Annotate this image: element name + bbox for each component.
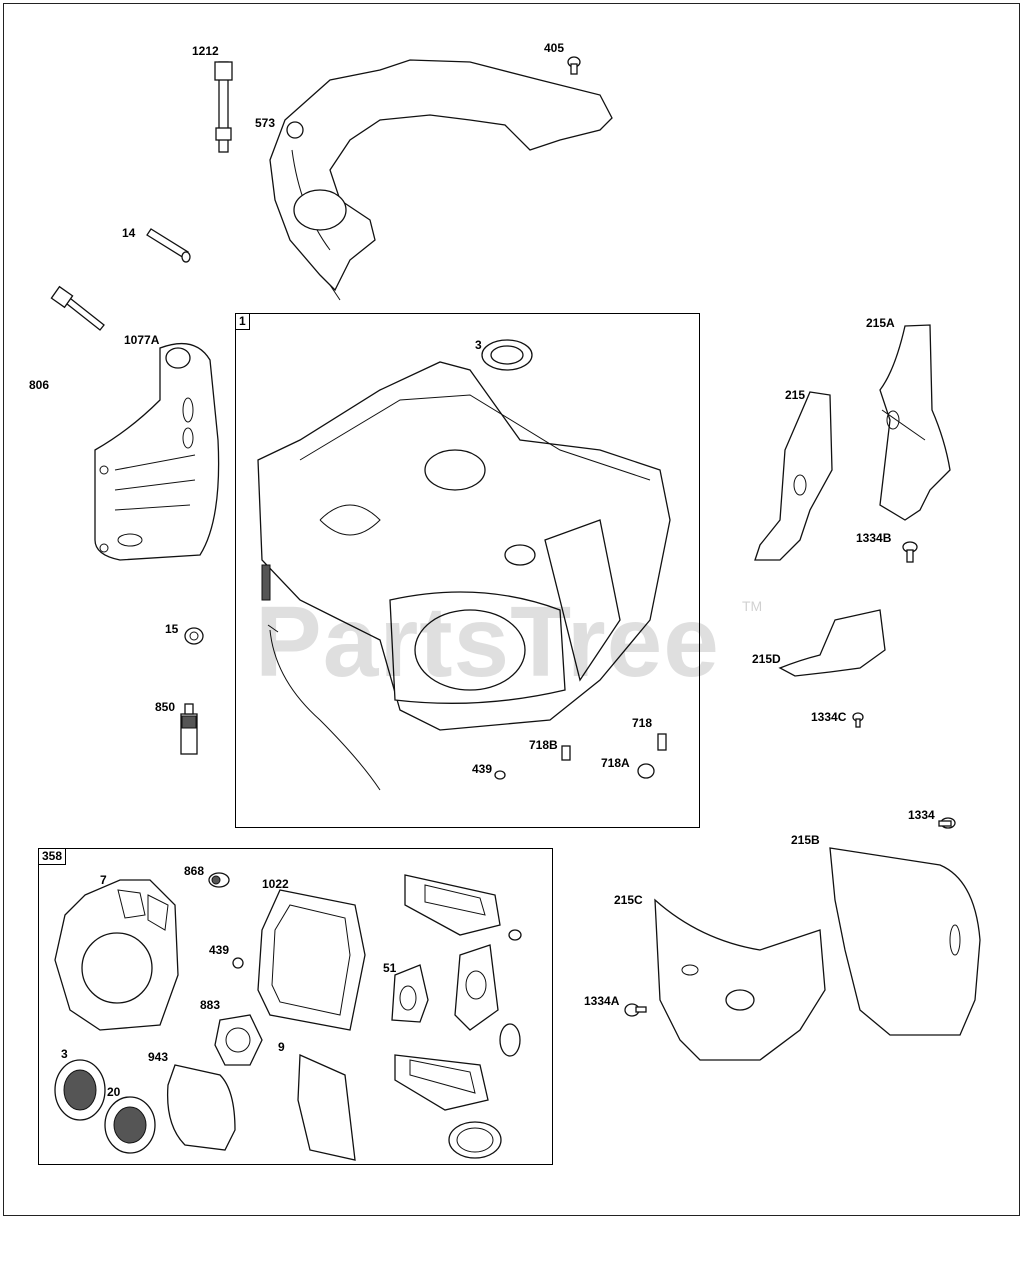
callout-51[interactable]: 51 — [383, 961, 397, 975]
part-51-gasket[interactable] — [391, 964, 429, 1023]
callout-943[interactable]: 943 — [148, 1050, 169, 1064]
callout-215a[interactable]: 215A — [866, 316, 895, 330]
callout-439-set[interactable]: 439 — [209, 943, 230, 957]
callout-573[interactable]: 573 — [255, 116, 276, 130]
callout-883[interactable]: 883 — [200, 998, 221, 1012]
callout-7[interactable]: 7 — [100, 873, 107, 887]
callout-718a[interactable]: 718A — [601, 756, 630, 770]
part-718b-dowel[interactable] — [561, 745, 571, 761]
part-718a-dowel[interactable] — [637, 763, 655, 779]
assembly-box-1-label: 1 — [236, 314, 250, 330]
callout-3[interactable]: 3 — [475, 338, 482, 352]
callout-20[interactable]: 20 — [107, 1085, 121, 1099]
callout-718[interactable]: 718 — [632, 716, 653, 730]
callout-850[interactable]: 850 — [155, 700, 176, 714]
part-850-sealant-tube[interactable] — [180, 703, 198, 755]
assembly-box-358: 358 — [38, 848, 553, 1165]
callout-1022[interactable]: 1022 — [262, 877, 289, 891]
part-15-nut[interactable] — [184, 627, 204, 645]
part-dipstick-tube[interactable] — [267, 624, 381, 791]
assembly-box-358-label: 358 — [39, 849, 67, 865]
callout-1334[interactable]: 1334 — [908, 808, 935, 822]
part-1334a-screw[interactable] — [624, 1003, 647, 1017]
part-215a-shield[interactable] — [879, 324, 951, 521]
callout-1334a[interactable]: 1334A — [584, 994, 620, 1008]
callout-1212[interactable]: 1212 — [192, 44, 219, 58]
part-215c-shield[interactable] — [654, 898, 826, 1061]
callout-1334b[interactable]: 1334B — [856, 531, 892, 545]
callout-439[interactable]: 439 — [472, 762, 493, 776]
part-1334b-screw[interactable] — [902, 541, 918, 563]
callout-3-set[interactable]: 3 — [61, 1047, 68, 1061]
part-405-screw[interactable] — [567, 56, 581, 75]
callout-215c[interactable]: 215C — [614, 893, 643, 907]
callout-405[interactable]: 405 — [544, 41, 565, 55]
part-215d-bracket[interactable] — [778, 609, 886, 677]
callout-868[interactable]: 868 — [184, 864, 205, 878]
part-439-washer-set[interactable] — [232, 957, 244, 969]
callout-215d[interactable]: 215D — [752, 652, 781, 666]
part-1334-screw[interactable] — [938, 817, 956, 829]
assembly-box-1: 1 — [235, 313, 700, 828]
part-439-washer[interactable] — [494, 770, 506, 780]
part-intake-gasket[interactable] — [454, 944, 499, 1031]
callout-1077a[interactable]: 1077A — [124, 333, 160, 347]
part-883-gasket[interactable] — [214, 1014, 263, 1066]
part-1-crankcase[interactable] — [257, 361, 671, 731]
callout-806[interactable]: 806 — [29, 378, 50, 392]
callout-215[interactable]: 215 — [785, 388, 806, 402]
part-9-gasket[interactable] — [297, 1054, 356, 1161]
part-3-seal-set[interactable] — [54, 1059, 106, 1121]
part-868-seal[interactable] — [208, 872, 230, 888]
part-1334c-screw[interactable] — [852, 712, 864, 728]
callout-1334c[interactable]: 1334C — [811, 710, 847, 724]
part-1212-bolt[interactable] — [214, 61, 233, 153]
part-20-seal[interactable] — [104, 1096, 156, 1154]
part-1022-gasket[interactable] — [257, 889, 366, 1031]
callout-9[interactable]: 9 — [278, 1040, 285, 1054]
diagram-frame — [3, 3, 1020, 1216]
part-718-dowel[interactable] — [657, 733, 667, 751]
part-215-shield[interactable] — [754, 391, 833, 561]
callout-215b[interactable]: 215B — [791, 833, 820, 847]
part-7-head-gasket[interactable] — [54, 879, 179, 1031]
part-exhaust-gasket-bottom[interactable] — [394, 1054, 489, 1111]
part-1077a-bracket[interactable] — [94, 342, 220, 561]
watermark-trademark: TM — [742, 598, 763, 614]
part-806-bolt[interactable] — [50, 285, 105, 331]
part-ring-gasket-small[interactable] — [499, 929, 522, 1057]
part-exhaust-ring[interactable] — [448, 1121, 502, 1159]
part-943-seal-ring[interactable] — [166, 1064, 236, 1151]
part-215b-shield[interactable] — [829, 847, 981, 1036]
part-14-pin[interactable] — [146, 228, 191, 263]
part-573-blower-housing[interactable] — [269, 59, 613, 301]
part-3-oil-seal[interactable] — [481, 339, 533, 371]
part-exhaust-gasket-top[interactable] — [404, 874, 501, 936]
callout-718b[interactable]: 718B — [529, 738, 558, 752]
callout-14[interactable]: 14 — [122, 226, 136, 240]
callout-15[interactable]: 15 — [165, 622, 179, 636]
